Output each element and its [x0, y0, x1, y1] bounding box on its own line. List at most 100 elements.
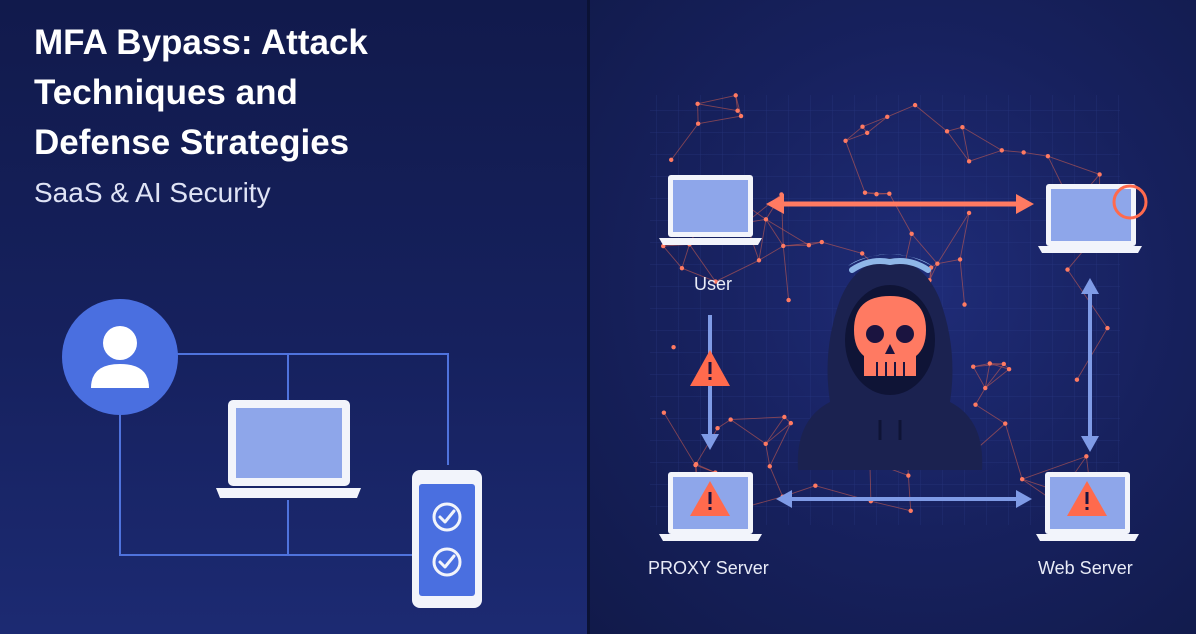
network-link: [1076, 327, 1108, 380]
network-node: [962, 302, 967, 307]
network-node: [957, 257, 963, 262]
connector-lines: [119, 353, 449, 556]
network-link: [1022, 455, 1087, 480]
network-link: [946, 131, 970, 162]
network-link: [689, 244, 716, 282]
network-link: [845, 132, 868, 142]
mitm-attack-diagram: [650, 93, 1148, 541]
network-node: [999, 148, 1004, 153]
network-link: [907, 475, 912, 511]
double-arrow-right: [1081, 278, 1099, 452]
network-node: [782, 414, 787, 420]
network-link: [984, 363, 991, 389]
network-link: [946, 126, 963, 132]
network-link: [681, 244, 690, 269]
network-link: [769, 466, 784, 497]
network-node: [728, 417, 733, 422]
network-link: [845, 126, 863, 142]
check-icon: [432, 502, 462, 532]
title-line-2: Techniques and: [34, 73, 298, 112]
network-link: [866, 116, 888, 134]
network-link: [911, 233, 938, 265]
network-link: [888, 193, 913, 234]
network-link: [1004, 423, 1023, 480]
network-node: [859, 251, 865, 256]
network-link: [769, 422, 792, 467]
network-link: [972, 366, 986, 389]
network-node: [819, 239, 824, 245]
network-link: [973, 363, 1004, 368]
network-link: [765, 422, 792, 445]
network-node: [786, 297, 791, 303]
network-node: [1003, 421, 1008, 426]
slide-subtitle: SaaS & AI Security: [34, 177, 271, 208]
alert-ring-icon: [1112, 184, 1148, 220]
network-node: [1105, 325, 1110, 331]
hacker-figure: [797, 254, 983, 470]
double-arrow-top: [766, 194, 1034, 214]
network-link: [870, 500, 911, 512]
network-node: [887, 191, 892, 196]
network-node: [944, 129, 950, 134]
network-node: [1097, 172, 1102, 177]
network-link: [989, 363, 1010, 370]
network-link: [962, 126, 1003, 151]
network-link: [862, 116, 888, 128]
network-link: [735, 95, 742, 117]
network-link: [959, 259, 965, 305]
warning-icon: [690, 350, 730, 386]
down-arrow-left: [690, 315, 730, 450]
network-link: [717, 419, 731, 429]
network-link: [984, 368, 1010, 389]
network-link: [914, 104, 948, 132]
check-icon: [432, 547, 462, 577]
network-link: [730, 419, 766, 445]
network-node: [1065, 267, 1070, 272]
network-node: [987, 361, 993, 366]
network-node: [1045, 153, 1051, 159]
warning-icon: [1067, 481, 1107, 516]
network-node: [788, 420, 794, 426]
phone-icon: [412, 470, 482, 608]
network-link: [975, 387, 986, 405]
network-link: [758, 219, 767, 261]
network-node: [1019, 477, 1025, 482]
network-node: [971, 364, 976, 369]
network-link: [961, 127, 970, 162]
mfa-illustration: [62, 299, 482, 608]
network-node: [864, 130, 870, 136]
network-link: [782, 245, 790, 301]
network-link: [984, 363, 1005, 389]
slide-title: MFA Bypass: Attack Techniques and Defens…: [34, 18, 554, 168]
network-node: [908, 508, 913, 513]
network-node: [1074, 377, 1080, 382]
panel-divider: [587, 0, 590, 634]
right-panel: User PROXY Server Web Server: [590, 0, 1196, 634]
network-node: [874, 191, 879, 197]
network-link: [715, 259, 760, 282]
network-link: [783, 244, 809, 247]
proxy-server-label: PROXY Server: [648, 558, 769, 578]
network-node: [973, 402, 978, 407]
network-node: [860, 124, 865, 129]
web-server-laptop-icon: [1036, 472, 1139, 541]
network-node: [983, 385, 988, 391]
network-link: [937, 258, 961, 265]
network-node: [906, 473, 911, 478]
warning-icon: [690, 481, 730, 516]
network-node: [713, 279, 718, 284]
skull-icon: [854, 296, 926, 376]
network-node: [1001, 361, 1006, 367]
network-node: [912, 102, 918, 108]
network-node: [679, 265, 685, 271]
network-link: [697, 103, 738, 112]
network-node: [781, 243, 786, 249]
target-laptop-icon: [1038, 184, 1148, 253]
network-link: [1001, 149, 1024, 153]
network-link: [663, 412, 696, 466]
network-link: [670, 123, 699, 161]
title-line-3: Defense Strategies: [34, 123, 350, 162]
network-node: [843, 138, 848, 144]
network-node: [909, 231, 914, 236]
